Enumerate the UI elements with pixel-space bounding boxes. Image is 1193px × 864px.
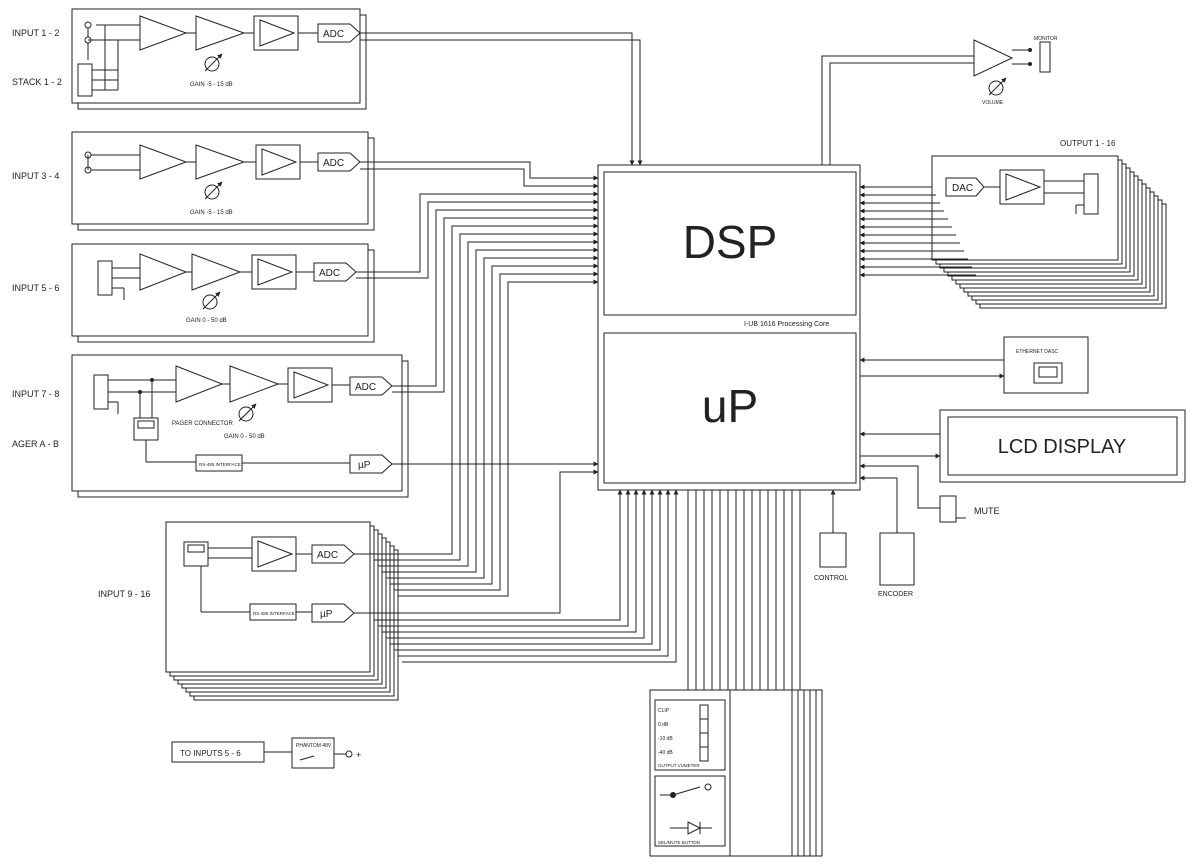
core-caption: I-UB 1616 Processing Core [744, 321, 829, 328]
meter-level-0db: 0 dB [658, 722, 669, 728]
pager-a-b-label: AGER A - B [12, 439, 59, 449]
input-7-8-rs485-label: RS-485 INTERFACE [199, 462, 241, 467]
phantom-block [171, 737, 353, 769]
meter-button-label: SEL/MUTE BUTTON [658, 840, 700, 845]
processing-core [597, 164, 861, 491]
input-9-16-adc-label: ADC [317, 550, 338, 561]
output-label: OUTPUT 1 - 16 [1060, 139, 1116, 148]
input-7-8-gain-label: GAIN 0 - 50 dB [224, 434, 265, 440]
input-5-6-block [71, 243, 375, 343]
input-3-4-gain-label: GAIN -5 - 15 dB [190, 210, 233, 216]
input-1-2-adc-label: ADC [323, 29, 344, 40]
input-1-2-block [71, 8, 367, 110]
input-5-6-adc-label: ADC [319, 268, 340, 279]
input-3-4-adc-label: ADC [323, 158, 344, 169]
input-3-4-block [71, 131, 375, 231]
input-1-2-label: INPUT 1 - 2 [12, 28, 59, 38]
control-block [819, 489, 847, 568]
meter-bus-lines [687, 490, 801, 690]
meter-level-minus10db: -10 dB [658, 736, 673, 742]
input-5-6-gain-label: GAIN 0 - 50 dB [186, 318, 227, 324]
phantom-plus-label: + [356, 750, 361, 760]
monitor-block [821, 39, 1051, 165]
meter-title: OUTPUT VUMETER [658, 763, 700, 768]
encoder-block [859, 475, 915, 586]
phantom-label: PHANTOM 48V [296, 743, 332, 749]
meter-level-clip: CLIP [658, 708, 670, 714]
pager-connector-label: PAGER CONNECTOR [172, 421, 233, 427]
input-5-6-label: INPUT 5 - 6 [12, 283, 59, 293]
uP-bus-lines [374, 489, 679, 663]
input-7-8-adc-label: ADC [355, 382, 376, 393]
volume-label: VOLUME [982, 100, 1004, 106]
monitor-label: MONITOR [1034, 36, 1058, 42]
encoder-label: ENCODER [878, 591, 913, 598]
meter-level-minus40db: -40 dB [658, 750, 673, 756]
mute-block [859, 463, 966, 523]
lcd-display-block [859, 409, 1186, 483]
control-label: CONTROL [814, 575, 848, 582]
up-label: uP [702, 380, 758, 432]
input-9-16-block [165, 521, 399, 701]
lcd-display-label: LCD DISPLAY [998, 436, 1127, 458]
input-7-8-block [71, 354, 409, 498]
input-9-16-label: INPUT 9 - 16 [98, 589, 150, 599]
input-9-16-rs485-label: RS-485 INTERFACE [253, 611, 295, 616]
input-9-16-up-label: µP [320, 609, 333, 620]
phantom-target-label: TO INPUTS 5 - 6 [180, 749, 241, 758]
input-7-8-up-label: µP [358, 460, 371, 471]
dsp-label: DSP [683, 216, 778, 268]
mute-label: MUTE [974, 506, 1000, 516]
stack-1-2-label: STACK 1 - 2 [12, 77, 62, 87]
dac-label: DAC [952, 183, 973, 194]
ethernet-label: ETHERNET DASC [1016, 349, 1059, 355]
input-3-4-label: INPUT 3 - 4 [12, 171, 59, 181]
input-1-2-gain-label: GAIN -5 - 15 dB [190, 82, 233, 88]
ethernet-block [859, 336, 1089, 394]
output-stack [931, 155, 1167, 309]
output-bus-lines [859, 184, 976, 278]
input-7-8-label: INPUT 7 - 8 [12, 389, 59, 399]
vumeter-stack [649, 689, 823, 857]
input-bus-lines [354, 32, 643, 614]
